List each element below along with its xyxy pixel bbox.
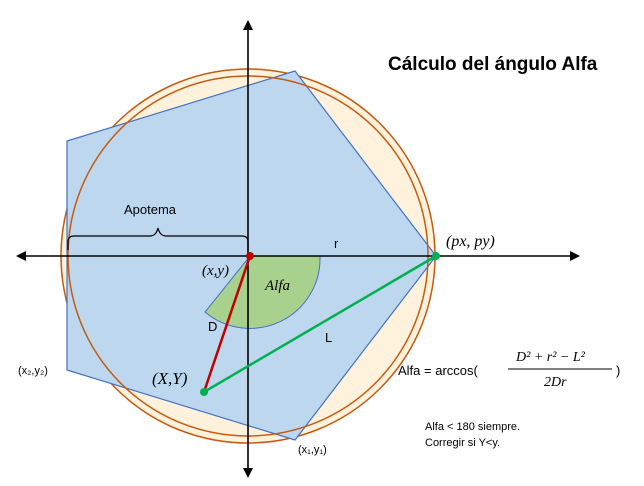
point-px-py — [432, 252, 440, 260]
note-line-2: Corregir si Y<y. — [425, 437, 500, 449]
formula-lhs: Alfa = arccos( — [398, 363, 479, 378]
l-label: L — [325, 330, 332, 345]
diagram-title: Cálculo del ángulo Alfa — [388, 54, 598, 75]
center-xy-label: (x,y) — [202, 263, 229, 279]
formula-rhs: ) — [616, 363, 620, 378]
x1-y1-label: (x₁,y₁) — [298, 444, 327, 456]
line-d — [202, 255, 252, 393]
alfa-angle-sector — [204, 255, 321, 329]
x-axis-arrow-left — [16, 251, 26, 261]
x-axis-arrow-right — [570, 251, 580, 261]
line-l — [203, 254, 437, 394]
X-Y-label: (X,Y) — [152, 369, 188, 388]
apotema-label: Apotema — [124, 202, 177, 217]
point-X-Y — [200, 388, 208, 396]
y-axis-arrow-top — [243, 20, 253, 30]
x2-y2-label: (x₂,y₂) — [18, 365, 48, 377]
r-label: r — [334, 236, 339, 251]
center-point — [246, 252, 254, 260]
y-axis-arrow-bottom — [243, 468, 253, 478]
formula-denominator: 2Dr — [544, 375, 567, 390]
alfa-label: Alfa — [264, 278, 290, 294]
px-py-label: (px, py) — [446, 233, 495, 250]
apotema-brace — [67, 227, 249, 250]
note-line-1: Alfa < 180 siempre. — [425, 421, 520, 433]
d-label: D — [208, 319, 217, 334]
formula-numerator: D² + r² − L² — [515, 350, 586, 365]
